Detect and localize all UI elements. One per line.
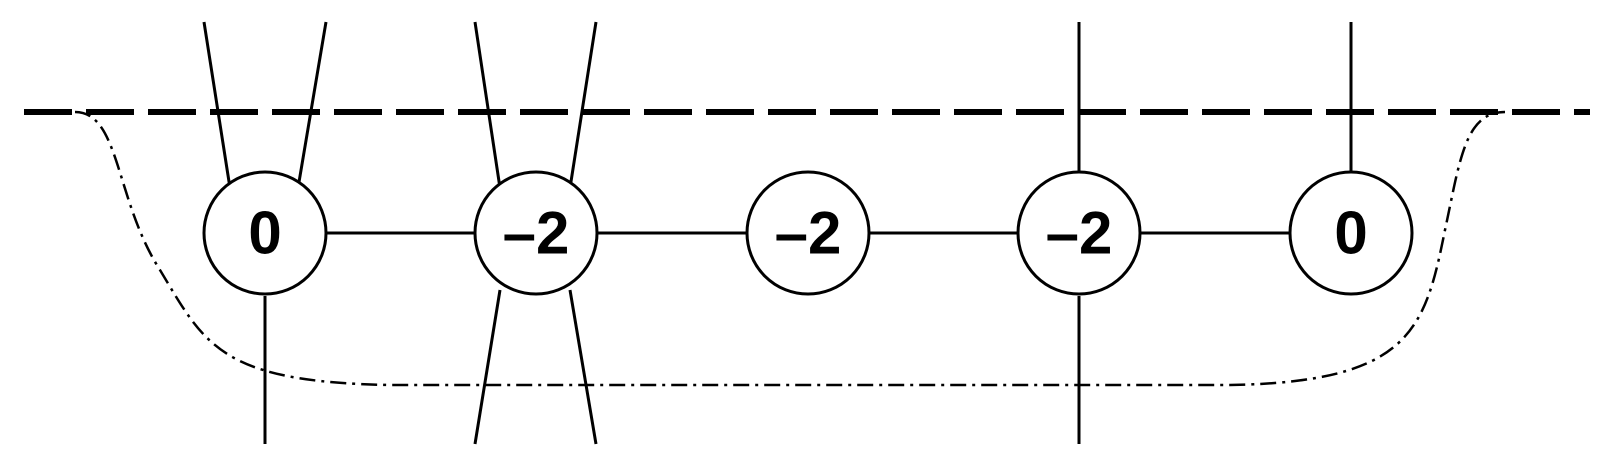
node-2: –2 (473, 170, 599, 296)
node-2-circle (473, 170, 599, 296)
node-3: –2 (745, 170, 871, 296)
node-2-label: –2 (503, 200, 570, 267)
node-4-label: –2 (1046, 200, 1113, 267)
leg-n2-down-left (473, 289, 502, 445)
node-1-circle (202, 170, 328, 296)
node-4: –2 (1016, 170, 1142, 296)
leg-n1-up-right (296, 21, 328, 189)
node-1-label: 0 (248, 200, 281, 267)
node-3-label: –2 (775, 200, 842, 267)
node-5: 0 (1288, 170, 1414, 296)
region-boundary (74, 110, 1506, 387)
leg-n2-up-right (568, 21, 598, 189)
node-1: 0 (202, 170, 328, 296)
leg-n2-up-left (473, 21, 502, 189)
leg-n2-down-right (568, 289, 598, 445)
node-4-circle (1016, 170, 1142, 296)
node-3-circle (745, 170, 871, 296)
node-5-label: 0 (1334, 200, 1367, 267)
leg-n1-up-left (202, 21, 232, 189)
node-5-circle (1288, 170, 1414, 296)
